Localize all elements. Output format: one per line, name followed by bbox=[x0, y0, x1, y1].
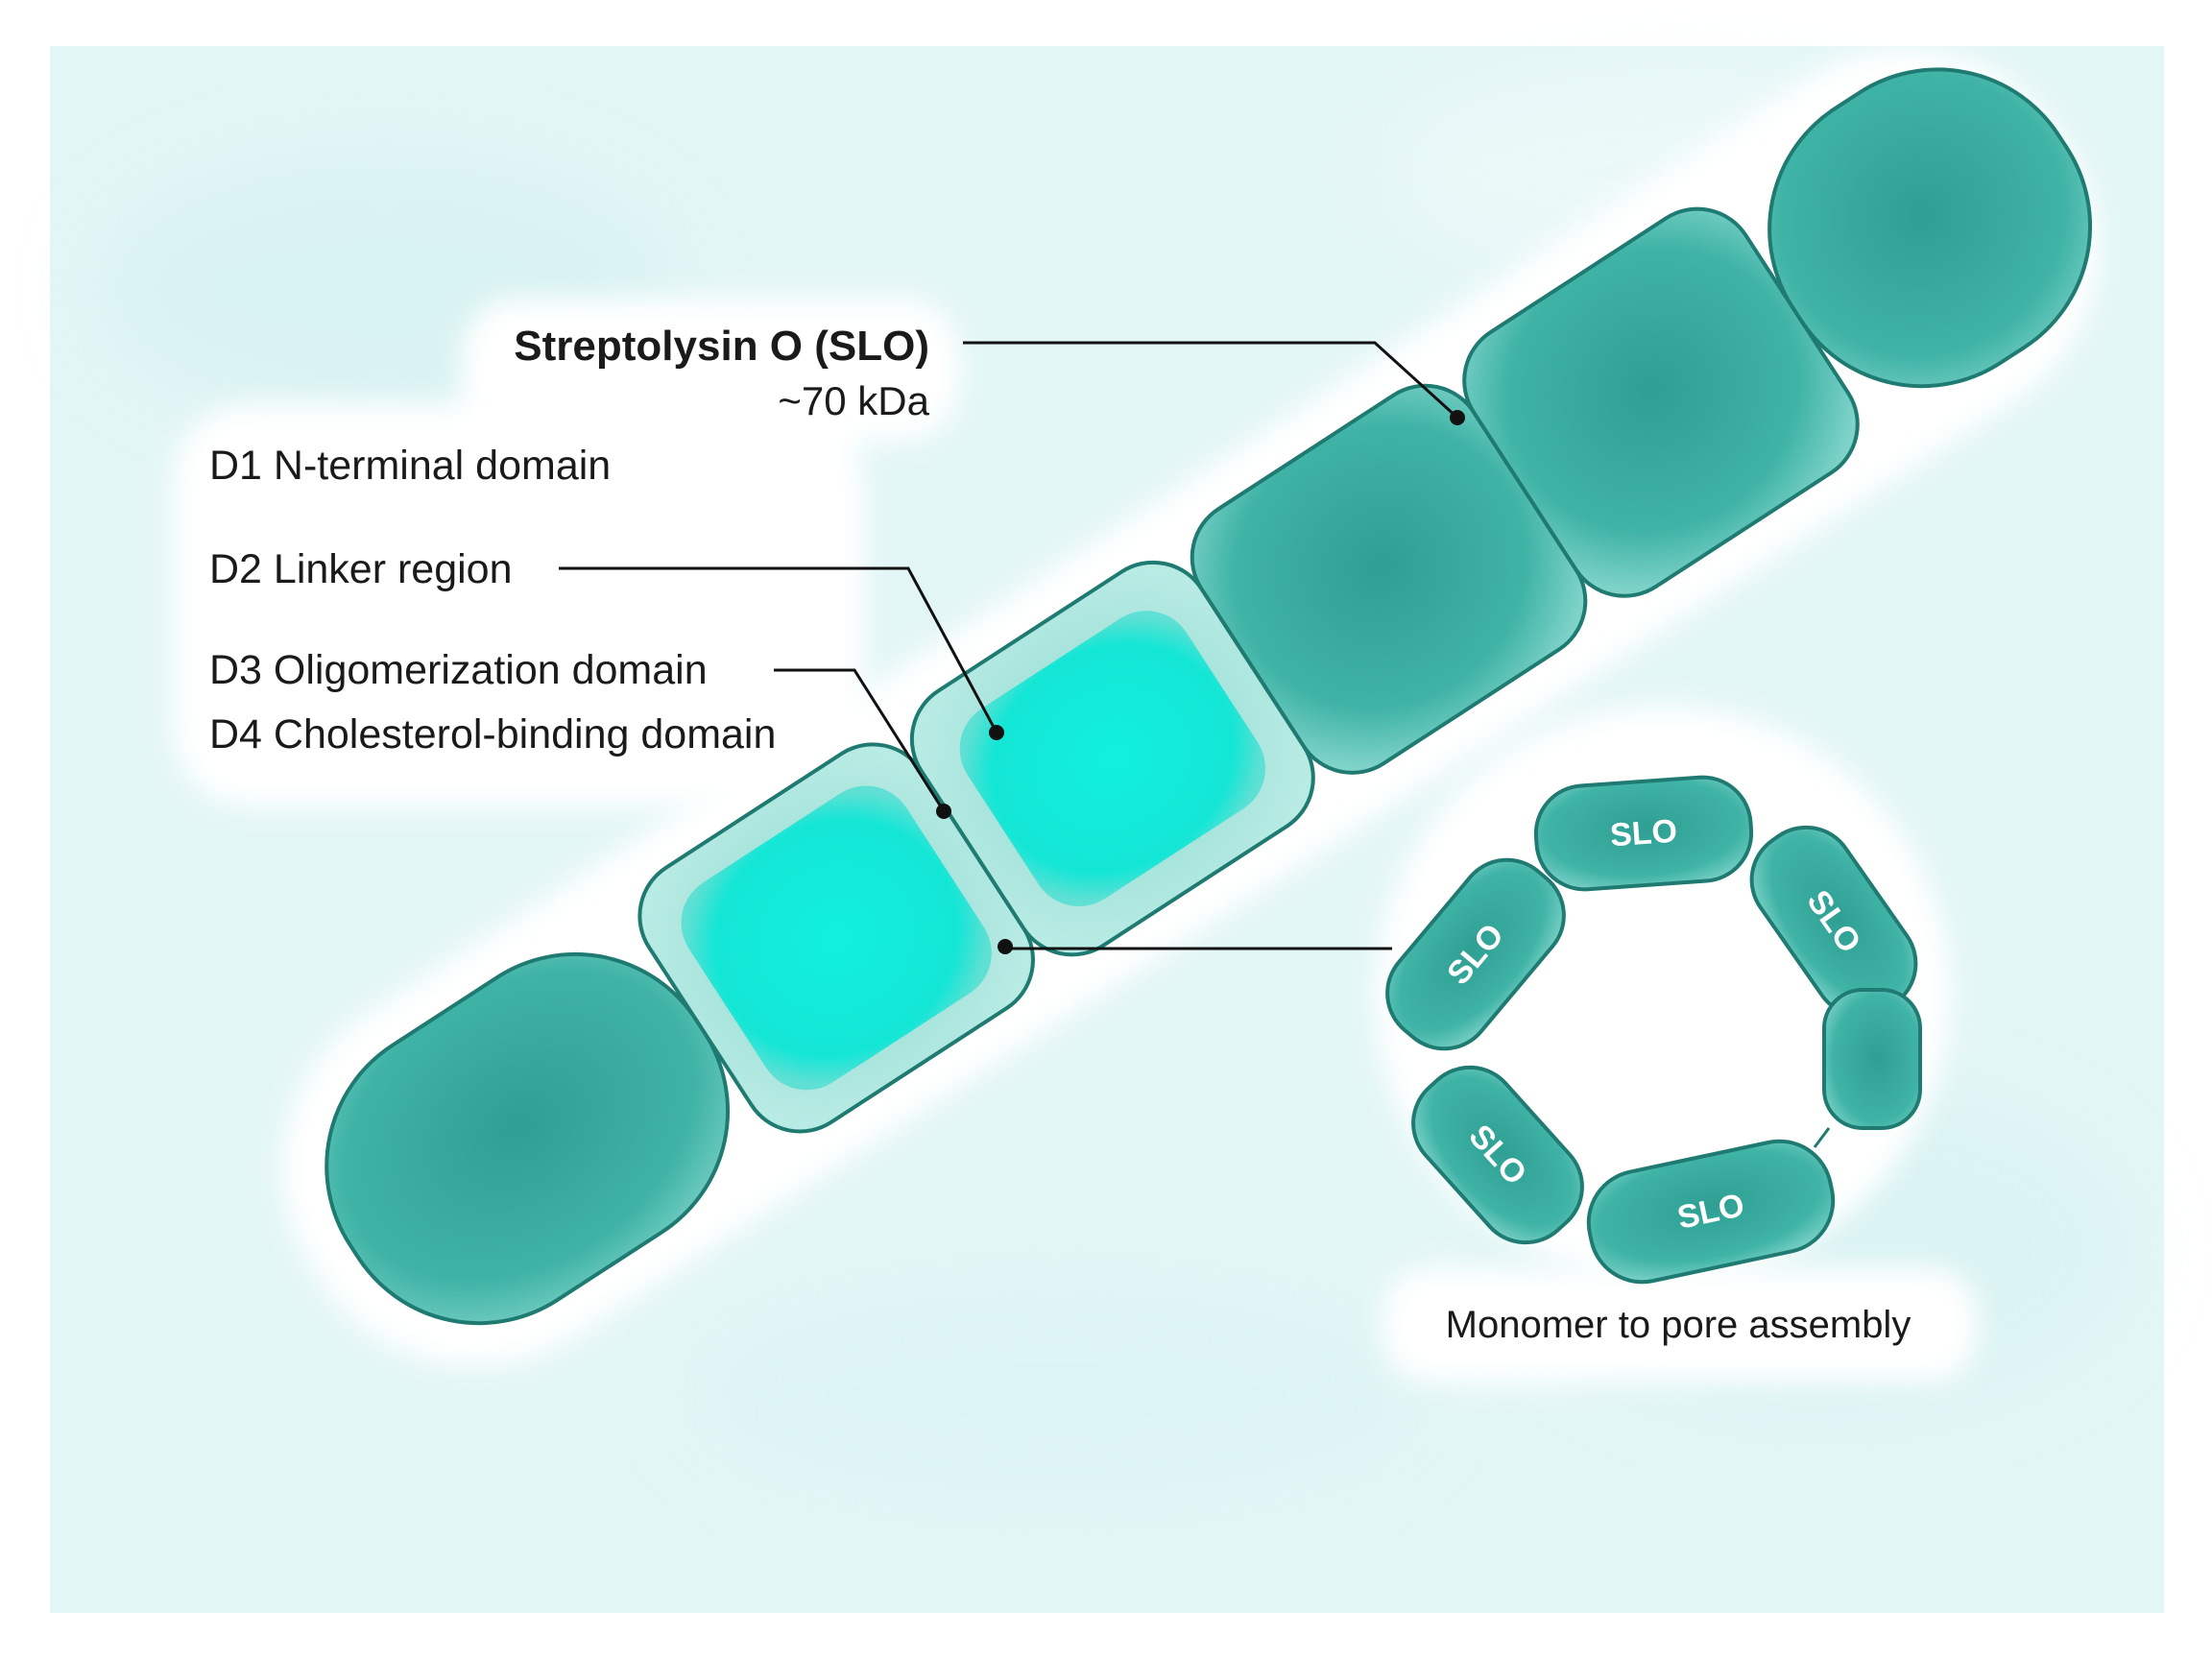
domain-label-d2: D2 Linker region bbox=[209, 546, 513, 592]
d3-leader bbox=[774, 668, 946, 812]
d2-dot bbox=[989, 725, 1004, 740]
domain-label-d4: D4 Cholesterol-binding domain bbox=[209, 711, 776, 757]
title-dot bbox=[1450, 410, 1465, 425]
protein-title: Streptolysin O (SLO) bbox=[514, 323, 929, 370]
domain-label-d1: D1 N-terminal domain bbox=[209, 443, 611, 489]
pore-segment-right bbox=[1822, 988, 1922, 1130]
chain-segment-6 bbox=[1767, 67, 2093, 389]
chain-segment-2-core bbox=[681, 785, 992, 1091]
pore-caption: Monomer to pore assembly bbox=[1446, 1304, 1911, 1346]
protein-chain bbox=[325, 67, 2093, 1326]
pore-segment-bottom-left: SLO bbox=[1411, 1065, 1584, 1245]
pore-segment-bottom-right: SLO bbox=[1586, 1139, 1836, 1285]
title-leader bbox=[963, 341, 1459, 420]
pore-segment-left: SLO bbox=[1385, 857, 1566, 1051]
leader-lines bbox=[559, 341, 1459, 950]
domain-label-d3: D3 Oligomerization domain bbox=[209, 647, 708, 693]
leader-dots bbox=[936, 410, 1465, 954]
label-halo bbox=[173, 298, 1978, 1382]
pore-connector bbox=[1813, 1127, 1831, 1148]
chain-segment-3-core bbox=[959, 611, 1266, 906]
d2-leader bbox=[559, 566, 998, 733]
pore-assembly: SLO SLO SLO SLO SLO bbox=[1385, 775, 1922, 1285]
pore-segment-label: SLO bbox=[1609, 813, 1678, 854]
pore-dot bbox=[998, 939, 1013, 954]
protein-mass: ~70 kDa bbox=[778, 378, 929, 423]
d3-dot bbox=[936, 804, 951, 819]
pore-segment-upper-right: SLO bbox=[1749, 825, 1918, 1019]
pore-segment-top: SLO bbox=[1533, 775, 1754, 892]
